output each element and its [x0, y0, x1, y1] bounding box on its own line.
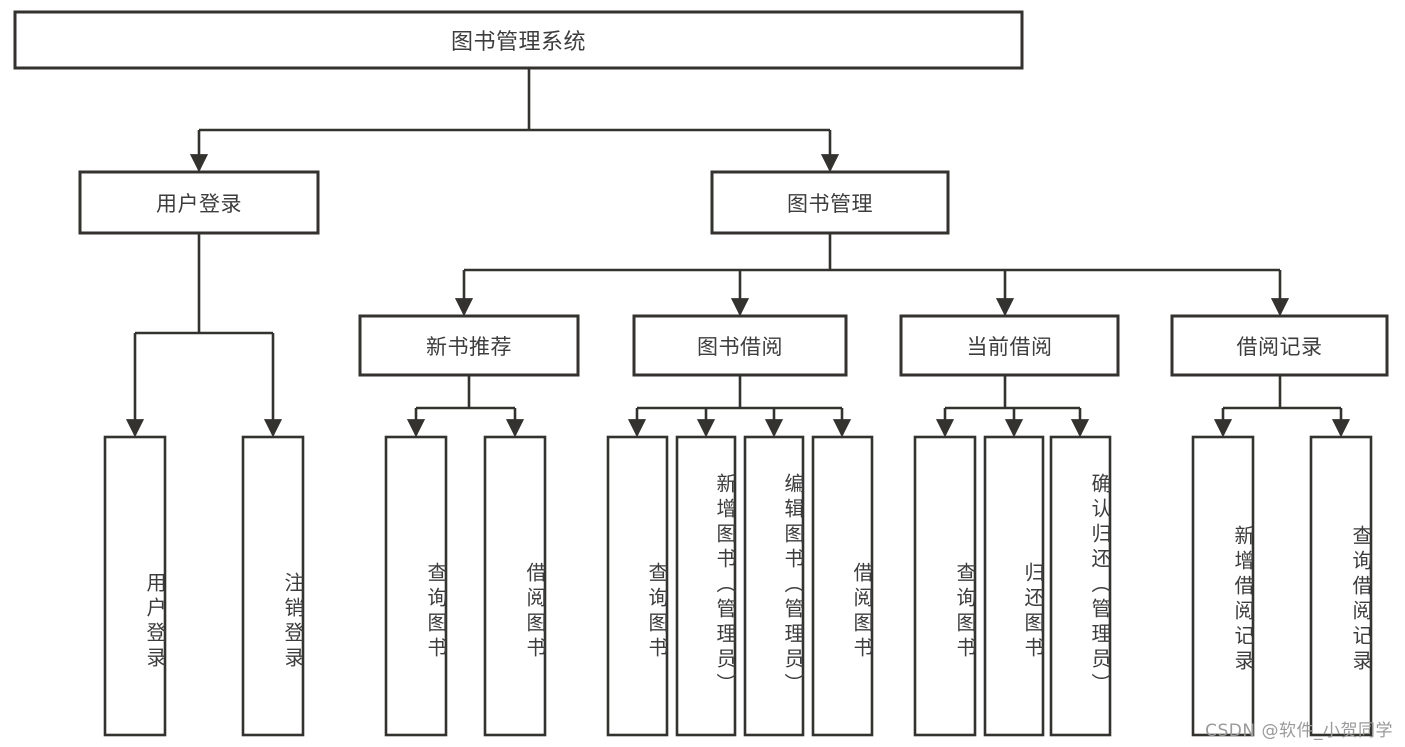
node-box-leaf-edit-book-admin[interactable]	[743, 435, 805, 737]
node-box-current-borrow[interactable]	[899, 314, 1120, 377]
node-box-leaf-query-book-recommend[interactable]	[384, 435, 448, 737]
node-box-leaf-borrow-book-recommend[interactable]	[483, 435, 547, 737]
node-box-book-management[interactable]	[710, 170, 950, 235]
node-box-leaf-query-book-borrow[interactable]	[606, 435, 669, 737]
node-box-user-login[interactable]	[78, 170, 320, 235]
node-box-leaf-query-book-current[interactable]	[913, 435, 977, 737]
node-box-root[interactable]	[13, 10, 1024, 70]
node-box-leaf-user-logout[interactable]	[241, 435, 305, 737]
node-box-leaf-confirm-return-admin[interactable]	[1049, 435, 1112, 737]
node-box-borrow-record[interactable]	[1170, 314, 1389, 377]
node-box-leaf-borrow-book[interactable]	[811, 435, 874, 737]
node-box-leaf-user-login[interactable]	[103, 435, 167, 737]
node-box-leaf-return-book[interactable]	[983, 435, 1045, 737]
node-box-leaf-add-book-admin[interactable]	[675, 435, 737, 737]
node-box-leaf-add-borrow-record[interactable]	[1191, 435, 1255, 737]
node-box-book-borrow[interactable]	[632, 314, 848, 377]
node-box-leaf-query-borrow-record[interactable]	[1309, 435, 1373, 737]
node-box-new-book-recommend[interactable]	[358, 314, 580, 377]
